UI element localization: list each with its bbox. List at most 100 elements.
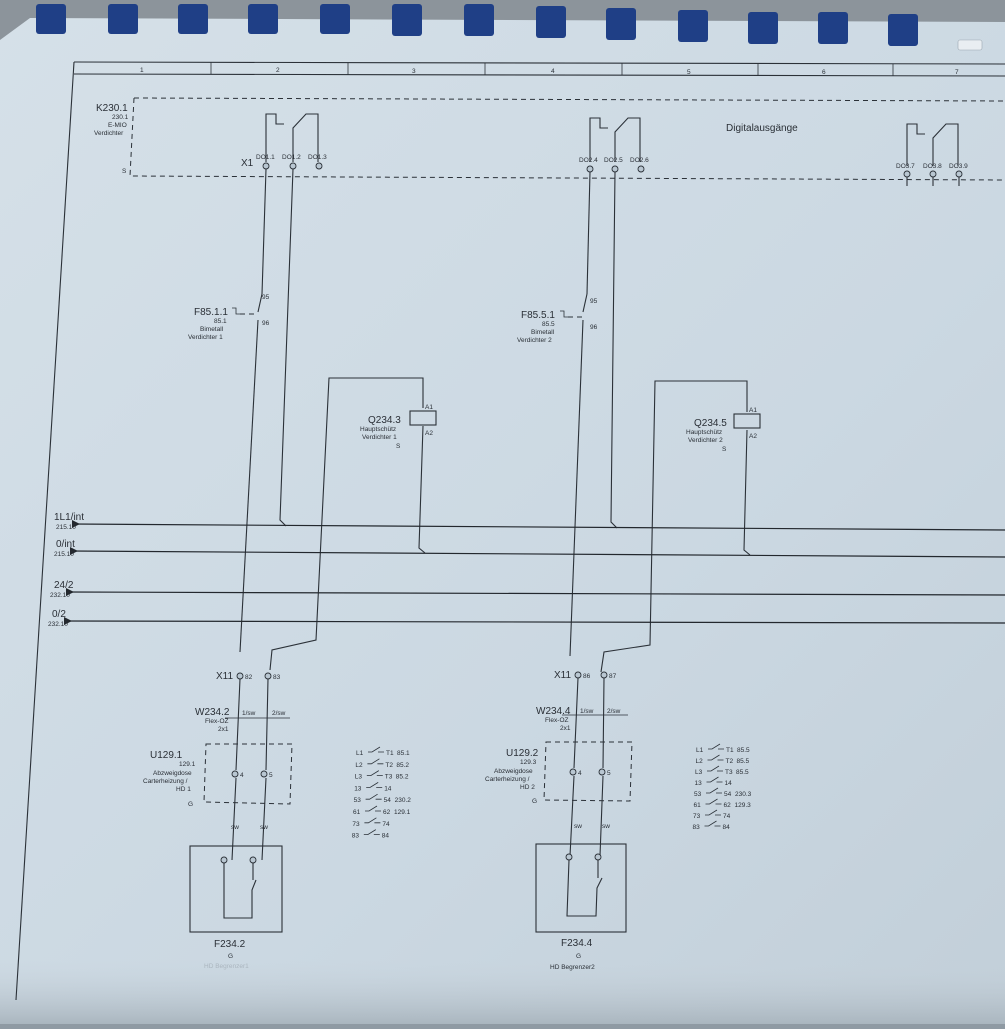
x1-label: X1 — [241, 158, 254, 169]
contact-terminal-a: 61 — [353, 809, 361, 816]
pin-96: 96 — [262, 320, 270, 327]
bus-lines: 1L1/int 215.10 0/int 215.10 24/2 232.10 … — [48, 512, 1005, 628]
f85-5-ref: 85.5 — [542, 321, 555, 328]
contact-symbol — [363, 829, 380, 835]
contact-terminal-b: T2 — [726, 758, 734, 765]
contact-terminal-b: T3 — [725, 769, 733, 776]
contact-terminal-a: 73 — [352, 821, 360, 828]
k230-ref: 230.1 — [112, 114, 129, 121]
contact-terminal-a: L2 — [355, 762, 363, 769]
column-number: 7 — [955, 69, 959, 76]
contact-terminal-a: 53 — [354, 797, 362, 804]
conductor-1: 1/sw — [580, 708, 594, 715]
contact-terminal-a: 83 — [352, 833, 360, 840]
pin-95: 95 — [262, 294, 270, 301]
contact-reference: 129.3 — [735, 802, 752, 809]
circuit-compressor-2 — [569, 171, 751, 673]
terminal-circle — [262, 162, 270, 170]
contactor-coil-2: A1 A2 Q234.5 Hauptschütz Verdichter 2 S — [686, 407, 761, 453]
bus-ref: 215.10 — [54, 551, 74, 558]
u129-1-g: G — [188, 801, 193, 808]
a1-pin: A1 — [425, 404, 433, 411]
u129-2-ref: 129.3 — [520, 759, 537, 766]
terminal-circle — [220, 856, 228, 864]
contact-terminal-b: 54 — [724, 791, 732, 798]
u129-1-id: U129.1 — [150, 750, 183, 761]
terminal-circle — [594, 853, 602, 861]
terminal-circle — [289, 162, 297, 170]
terminal-circle — [600, 671, 608, 679]
contact-terminal-b: 14 — [384, 785, 392, 792]
f85-5-desc: Verdichter 2 — [517, 337, 552, 344]
contact-symbol — [705, 798, 722, 805]
w234-4-id: W234.4 — [536, 706, 571, 717]
a2-pin: A2 — [749, 433, 757, 440]
a2-pin: A2 — [425, 430, 433, 437]
contact-terminal-b: 62 — [724, 802, 732, 809]
bus-ref: 215.10 — [56, 524, 76, 531]
u129-2-id: U129.2 — [506, 748, 539, 759]
contact-terminal-b: T1 — [726, 747, 734, 754]
q234-5-id: Q234.5 — [694, 418, 727, 429]
q234-3-id: Q234.3 — [368, 415, 401, 426]
binding-tabs — [36, 4, 983, 51]
contact-symbol — [366, 770, 383, 776]
terminal-circle — [565, 853, 573, 861]
w234-2-id: W234.2 — [195, 707, 230, 718]
contact-terminal-b: 54 — [384, 797, 392, 804]
contact-symbol — [366, 782, 383, 788]
terminal-87: 87 — [609, 673, 617, 680]
contact-symbol — [707, 754, 724, 761]
relay-contacts-1 — [265, 113, 319, 162]
output-label: DO2.5 — [604, 157, 623, 164]
contact-reference: 85.2 — [396, 762, 409, 769]
paper-sheet — [0, 18, 1005, 1024]
x11-label: X11 — [216, 671, 233, 682]
bus-name: 24/2 — [54, 580, 74, 591]
relay-contacts-2 — [589, 117, 641, 162]
w234-4-type: Flex-OZ — [545, 717, 569, 724]
bus-name: 0/int — [56, 539, 75, 550]
terminal-circle — [569, 768, 577, 776]
digital-outputs-label: Digitalausgänge — [726, 123, 798, 134]
terminal-circle — [249, 856, 257, 864]
u129-1-ref: 129.1 — [179, 761, 196, 768]
wire-color: sw — [231, 824, 239, 831]
contact-reference: 230.3 — [735, 791, 752, 798]
terminal-86: 86 — [583, 673, 591, 680]
f234-2-desc: HD Begrenzer1 — [204, 963, 249, 970]
pin-4: 4 — [578, 770, 582, 777]
column-numbers: 1 2 3 4 5 6 7 — [140, 67, 959, 76]
terminal-circle — [574, 671, 582, 679]
terminal-circle — [315, 162, 323, 170]
contact-terminal-b: T2 — [385, 762, 393, 769]
output-label: DO1.1 — [256, 154, 275, 161]
output-label: DO2.4 — [579, 157, 598, 164]
q234-3-desc: Verdichter 1 — [362, 434, 397, 441]
q234-3-s: S — [396, 443, 401, 450]
q234-3-type: Hauptschütz — [360, 426, 396, 433]
contact-symbol — [707, 765, 723, 772]
contact-reference: 85.2 — [396, 774, 409, 781]
q234-5-type: Hauptschütz — [686, 429, 722, 436]
f85-1-desc: Verdichter 1 — [188, 334, 223, 341]
bus-ref: 232.10 — [48, 621, 68, 628]
bimetal-relay-1: F85.1.1 85.1 Bimetall Verdichter 1 95 96 — [188, 294, 270, 341]
contact-terminal-b: 84 — [723, 824, 731, 831]
terminal-82: 82 — [245, 674, 253, 681]
k230-s: S — [122, 168, 127, 175]
output-label: DO2.6 — [630, 157, 649, 164]
conductor-2: 2/sw — [272, 710, 286, 717]
contact-terminal-b: 14 — [725, 780, 733, 787]
wire-color: sw — [574, 823, 582, 830]
